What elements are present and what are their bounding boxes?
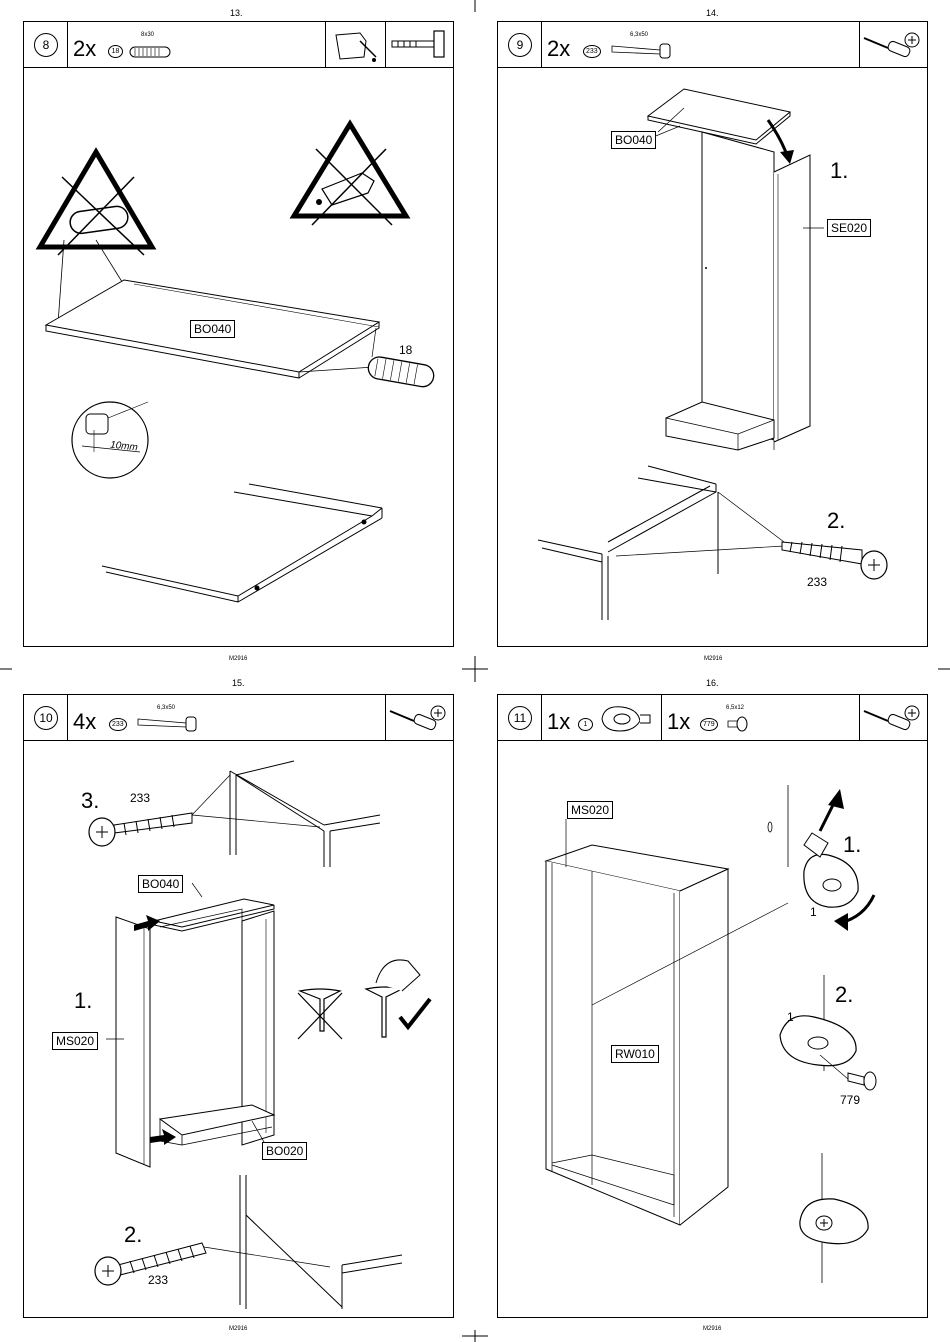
footer-code: M2916 <box>229 1326 247 1332</box>
step-3-label: 3. <box>81 788 99 814</box>
bracket-id-label: 1 <box>787 1010 794 1024</box>
screw-id-label: 233 <box>148 1273 168 1287</box>
part-label-ms020: MS020 <box>52 1032 98 1050</box>
step-2-label: 2. <box>835 982 853 1008</box>
part-label-bo040: BO040 <box>138 875 183 893</box>
part-label-bo020: BO020 <box>262 1142 307 1160</box>
page-number: 15. <box>232 678 245 688</box>
step-1-label: 1. <box>843 832 861 858</box>
screw-id-label: 779 <box>840 1093 860 1107</box>
part-label-rw010: RW010 <box>611 1045 659 1063</box>
part-label-ms020: MS020 <box>567 801 613 819</box>
screw-id-label: 233 <box>130 791 150 805</box>
step-2-label: 2. <box>124 1222 142 1248</box>
step-1-label: 1. <box>74 988 92 1014</box>
bracket-id-label: 1 <box>810 905 817 919</box>
footer-code: M2916 <box>703 1326 721 1332</box>
cabinet-drawing <box>498 695 927 1317</box>
page-number: 16. <box>706 678 719 688</box>
step-panel-10: 10 4x 233 6,3x50 <box>23 694 454 1318</box>
step-panel-11: 11 1x 1 1x 779 6,5x12 <box>497 694 928 1318</box>
